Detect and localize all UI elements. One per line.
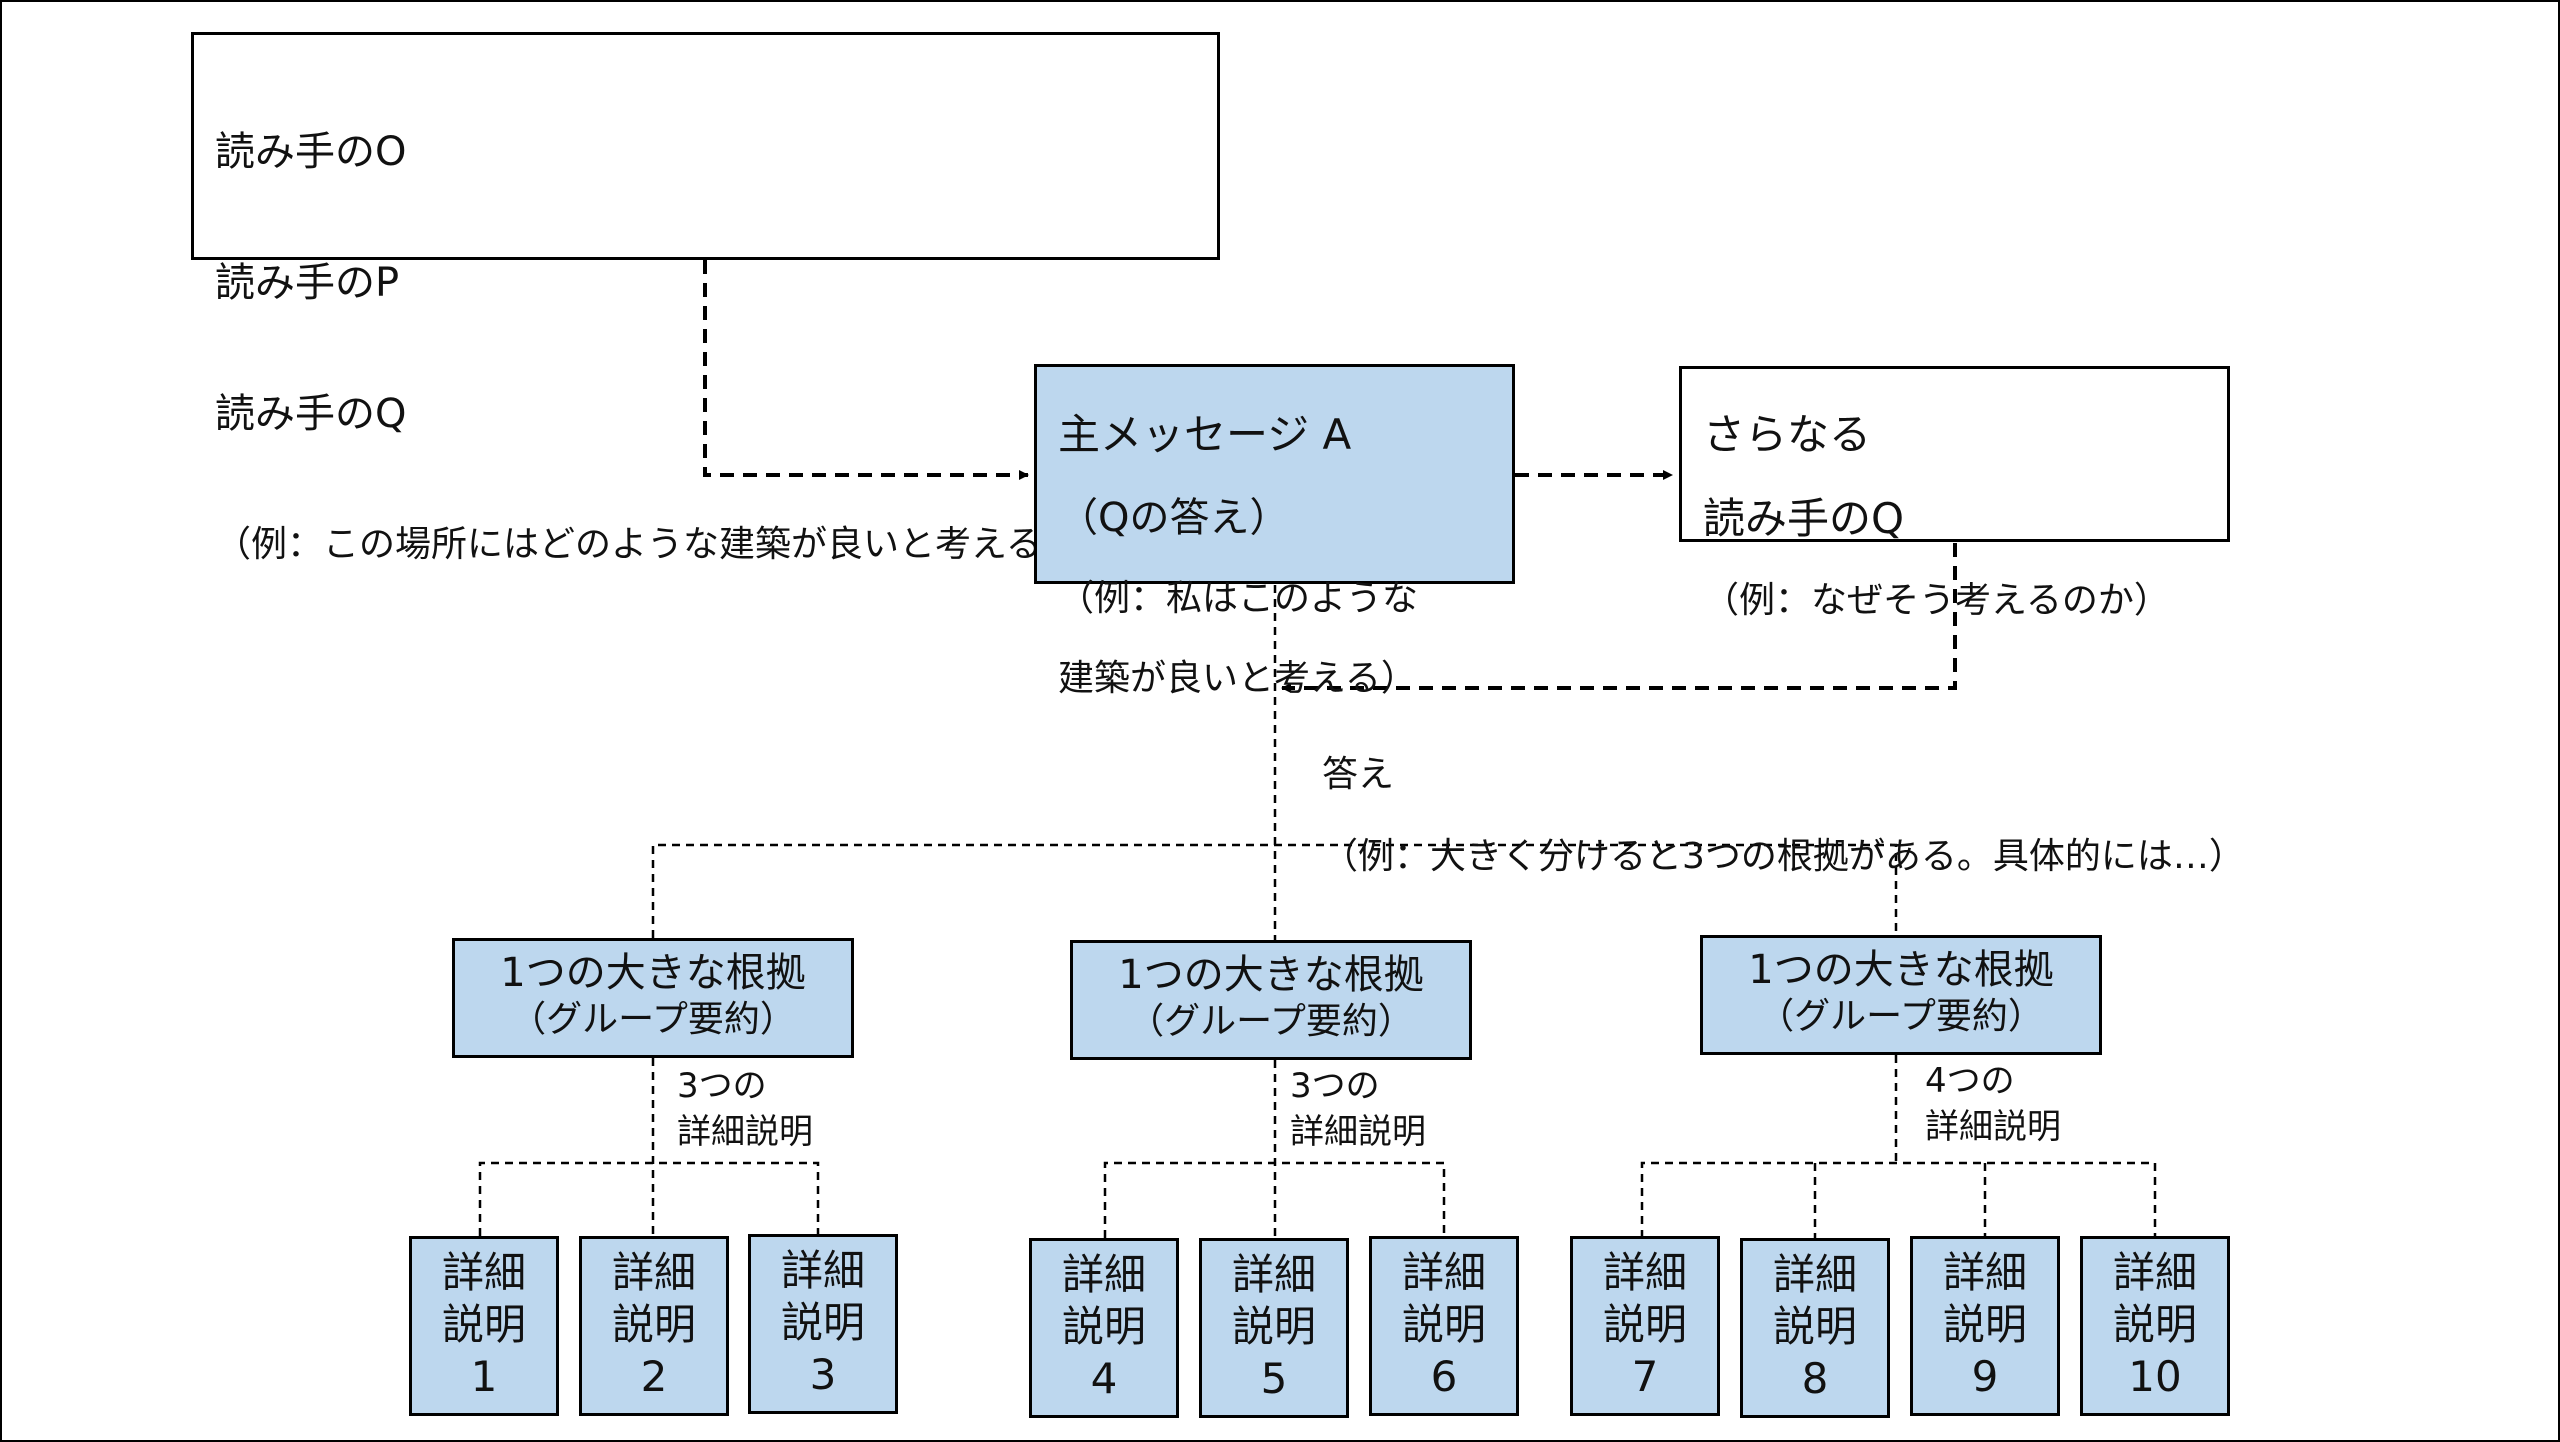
arrow-question-to-main bbox=[703, 260, 1029, 480]
main-message-title: 主メッセージ A bbox=[1058, 410, 1352, 459]
main-message-text: 主メッセージ A （Qの答え） （例：私はこのような 建築が良いと考える） bbox=[1058, 377, 1418, 735]
group-branch-line bbox=[651, 843, 1898, 938]
detail-4-line-1: 詳細 bbox=[1061, 1250, 1146, 1299]
answer-label: 答え （例：大きく分けると3つの根拠がある。具体的には…） bbox=[1322, 718, 2245, 898]
further-question-line-1: さらなる bbox=[1703, 410, 1872, 459]
detail-5-number: 5 bbox=[1260, 1354, 1288, 1403]
detail-6-number: 6 bbox=[1430, 1352, 1458, 1401]
reader-question-example: （例：この場所にはどのような建築が良いと考えるか） bbox=[215, 524, 1114, 565]
answer-label-example: （例：大きく分けると3つの根拠がある。具体的には…） bbox=[1322, 836, 2245, 877]
reader-question-lines: 読み手のO 読み手のP 読み手のQ （例：この場所にはどのような建築が良いと考え… bbox=[215, 47, 1114, 650]
group-1-subtitle: （グループ要約） bbox=[510, 999, 796, 1040]
group-summary-box-2: 1つの大きな根拠 （グループ要約） bbox=[1070, 940, 1472, 1060]
detail-7-line-2: 説明 bbox=[1602, 1300, 1687, 1349]
reader-question-line-o: 読み手のO bbox=[215, 129, 407, 175]
detail-7-number: 7 bbox=[1631, 1352, 1659, 1401]
group-2-count-line-2: 詳細説明 bbox=[1290, 1112, 1426, 1152]
reader-question-line-q: 読み手のQ bbox=[215, 391, 407, 437]
detail-box-2: 詳細 説明 2 bbox=[579, 1236, 729, 1416]
group-1-detail-count: 3つの 詳細説明 bbox=[677, 1063, 813, 1155]
detail-box-3: 詳細 説明 3 bbox=[748, 1234, 898, 1414]
detail-5-line-1: 詳細 bbox=[1231, 1250, 1316, 1299]
group-3-count-line-1: 4つの bbox=[1925, 1061, 2015, 1101]
group-2-subtitle: （グループ要約） bbox=[1128, 1001, 1414, 1042]
detail-1-line-1: 詳細 bbox=[441, 1248, 526, 1297]
group-summary-box-3: 1つの大きな根拠 （グループ要約） bbox=[1700, 935, 2102, 1055]
detail-8-line-2: 説明 bbox=[1772, 1302, 1857, 1351]
group-2-title: 1つの大きな根拠 bbox=[1118, 952, 1424, 998]
group-2-count-line-1: 3つの bbox=[1290, 1066, 1380, 1106]
detail-10-number: 10 bbox=[2128, 1352, 2182, 1401]
detail-2-line-1: 詳細 bbox=[611, 1248, 696, 1297]
detail-4-line-2: 説明 bbox=[1061, 1302, 1146, 1351]
group-summary-box-1: 1つの大きな根拠 （グループ要約） bbox=[452, 938, 854, 1058]
detail-9-line-2: 説明 bbox=[1942, 1300, 2027, 1349]
group-3-title: 1つの大きな根拠 bbox=[1748, 947, 2054, 993]
group-3-detail-count: 4つの 詳細説明 bbox=[1925, 1058, 2061, 1150]
main-message-subtitle: （Qの答え） bbox=[1058, 495, 1290, 541]
further-question-example: （例：なぜそう考えるのか） bbox=[1703, 580, 2170, 621]
detail-10-line-2: 説明 bbox=[2112, 1300, 2197, 1349]
group-2-detail-lines bbox=[1103, 1060, 1446, 1238]
detail-box-8: 詳細 説明 8 bbox=[1740, 1238, 1890, 1418]
detail-box-7: 詳細 説明 7 bbox=[1570, 1236, 1720, 1416]
detail-8-number: 8 bbox=[1801, 1354, 1829, 1403]
group-3-subtitle: （グループ要約） bbox=[1758, 996, 2044, 1037]
group-1-count-line-2: 詳細説明 bbox=[677, 1112, 813, 1152]
detail-1-number: 1 bbox=[470, 1352, 498, 1401]
answer-label-title: 答え bbox=[1322, 754, 1395, 795]
detail-9-number: 9 bbox=[1971, 1352, 1999, 1401]
detail-2-number: 2 bbox=[640, 1352, 668, 1401]
detail-6-line-2: 説明 bbox=[1401, 1300, 1486, 1349]
group-3-detail-lines bbox=[1640, 1055, 2157, 1238]
detail-9-line-1: 詳細 bbox=[1942, 1248, 2027, 1297]
detail-2-line-2: 説明 bbox=[611, 1300, 696, 1349]
detail-4-number: 4 bbox=[1090, 1354, 1118, 1403]
detail-7-line-1: 詳細 bbox=[1602, 1248, 1687, 1297]
detail-box-6: 詳細 説明 6 bbox=[1369, 1236, 1519, 1416]
detail-box-4: 詳細 説明 4 bbox=[1029, 1238, 1179, 1418]
main-message-box: 主メッセージ A （Qの答え） （例：私はこのような 建築が良いと考える） bbox=[1034, 364, 1515, 699]
group-1-title: 1つの大きな根拠 bbox=[500, 950, 806, 996]
reader-question-line-p: 読み手のP bbox=[215, 260, 400, 306]
detail-box-10: 詳細 説明 10 bbox=[2080, 1236, 2230, 1416]
detail-6-line-1: 詳細 bbox=[1401, 1248, 1486, 1297]
detail-3-line-2: 説明 bbox=[780, 1298, 865, 1347]
group-3-count-line-2: 詳細説明 bbox=[1925, 1107, 2061, 1147]
detail-3-line-1: 詳細 bbox=[780, 1246, 865, 1295]
detail-box-5: 詳細 説明 5 bbox=[1199, 1238, 1349, 1418]
detail-box-9: 詳細 説明 9 bbox=[1910, 1236, 2060, 1416]
detail-5-line-2: 説明 bbox=[1231, 1302, 1316, 1351]
detail-8-line-1: 詳細 bbox=[1772, 1250, 1857, 1299]
main-message-example-1: （例：私はこのような bbox=[1058, 578, 1419, 619]
group-2-detail-count: 3つの 詳細説明 bbox=[1290, 1063, 1426, 1155]
main-message-example-2: 建築が良いと考える） bbox=[1058, 658, 1417, 699]
detail-10-line-1: 詳細 bbox=[2112, 1248, 2197, 1297]
arrow-further-question-to-answer bbox=[1281, 543, 1957, 693]
detail-box-1: 詳細 説明 1 bbox=[409, 1236, 559, 1416]
reader-question-box: 読み手のO 読み手のP 読み手のQ （例：この場所にはどのような建築が良いと考え… bbox=[191, 32, 1220, 565]
further-question-text: さらなる 読み手のQ （例：なぜそう考えるのか） bbox=[1703, 377, 2170, 657]
further-question-line-2: 読み手のQ bbox=[1703, 494, 1905, 543]
further-question-box: さらなる 読み手のQ （例：なぜそう考えるのか） bbox=[1679, 366, 2230, 621]
detail-1-line-2: 説明 bbox=[441, 1300, 526, 1349]
group-1-count-line-1: 3つの bbox=[677, 1066, 767, 1106]
detail-3-number: 3 bbox=[809, 1350, 837, 1399]
group-1-detail-lines bbox=[478, 1058, 820, 1236]
